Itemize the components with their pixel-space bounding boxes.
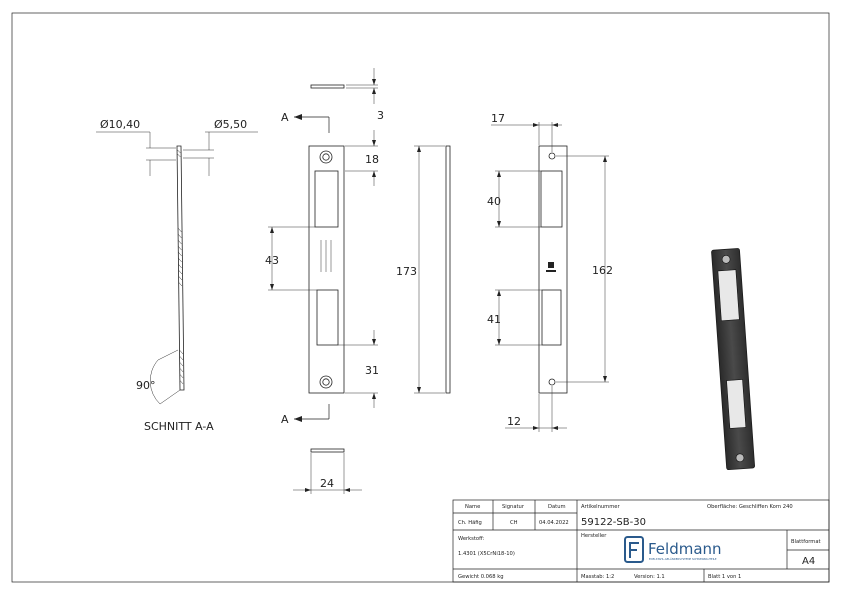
section-profile <box>176 145 185 391</box>
tb-article-number: 59122-SB-30 <box>581 517 646 528</box>
cut-marker-bottom: A <box>281 413 289 426</box>
section-label: SCHNITT A-A <box>144 420 214 433</box>
cut-marker-top: A <box>281 111 289 124</box>
side-view: 173 <box>396 145 451 394</box>
dim-lower-slot-height: 41 <box>487 313 501 326</box>
dim-width: 24 <box>320 477 334 490</box>
tb-signature: CH <box>510 520 518 526</box>
feldmann-logo-mark <box>624 536 644 563</box>
tb-name: Ch. Häfig <box>458 520 482 526</box>
render-bottom-hole <box>735 453 745 463</box>
back-bottom-hole <box>548 378 556 386</box>
tb-article-label: Artikelnummer <box>581 504 620 510</box>
back-marking <box>548 262 554 268</box>
tb-date: 04.04.2022 <box>539 520 569 526</box>
back-upper-slot <box>540 170 563 228</box>
dim-bottom-offset: 31 <box>365 364 379 377</box>
back-top-hole <box>548 152 556 160</box>
tb-format-label: Blattformat <box>791 539 821 545</box>
dim-top-thickness: 3 <box>377 109 384 122</box>
feldmann-logo: Feldmann EDELSTAHL-GELÄNDERSYSTEME SCHWE… <box>624 536 722 563</box>
tb-surface: Oberfläche: Geschliffen Korn 240 <box>707 504 793 510</box>
tb-header-date: Datum <box>548 504 566 510</box>
back-lower-slot <box>541 289 562 346</box>
tb-header-name: Name <box>465 504 480 510</box>
dim-bottom-offset-x: 12 <box>507 415 521 428</box>
tb-sheet: Blatt 1 von 1 <box>708 574 741 580</box>
brand-name: Feldmann <box>648 540 722 558</box>
tb-material-value: 1.4301 (X5CrNi18-10) <box>458 551 515 557</box>
bottom-edge-view <box>310 448 345 453</box>
back-view: 17 40 162 41 12 <box>487 112 613 432</box>
dia-symbol-2: Ø <box>214 118 223 131</box>
svg-text:Ø5,50: Ø5,50 <box>214 118 247 131</box>
sheet-frame <box>11 12 830 583</box>
dim-overall-length: 173 <box>396 265 417 278</box>
dim-dia-small: 5,50 <box>223 118 248 131</box>
tb-manufacturer-label: Hersteller <box>581 533 607 539</box>
svg-text:Ø10,40: Ø10,40 <box>100 118 140 131</box>
render-view <box>711 248 755 471</box>
render-top-hole <box>721 255 731 264</box>
dim-top-hole-offset: 18 <box>365 153 379 166</box>
tb-version: Version: 1.1 <box>634 574 665 580</box>
render-lower-slot <box>726 379 747 429</box>
tb-material-label: Werkstoff: <box>458 536 485 542</box>
section-view: Ø10,40 Ø5,50 90° SCHNITT A-A <box>96 118 258 433</box>
brand-tagline: EDELSTAHL-GELÄNDERSYSTEME SCHWEIßBAUTEIL… <box>649 556 717 561</box>
dim-hole-offset-x: 17 <box>491 112 505 125</box>
title-block: Name Signatur Datum Ch. Häfig CH 04.04.2… <box>452 499 830 583</box>
dim-hole-spacing: 162 <box>592 264 613 277</box>
dim-upper-slot-height: 40 <box>487 195 501 208</box>
dia-symbol: Ø <box>100 118 109 131</box>
dim-dia-large: 10,40 <box>109 118 141 131</box>
tb-header-signature: Signatur <box>502 504 525 510</box>
top-edge-view <box>310 84 345 89</box>
render-upper-slot <box>717 269 740 322</box>
tb-format-value: A4 <box>802 556 815 567</box>
lower-slot <box>316 289 339 346</box>
tb-weight: Gewicht 0.068 kg <box>458 574 504 580</box>
dim-angle: 90° <box>136 379 156 392</box>
tb-scale: Masstab: 1:2 <box>581 574 614 580</box>
dim-slot-spacing: 43 <box>265 254 279 267</box>
upper-slot <box>314 170 339 228</box>
front-view: 3 A 18 43 <box>265 68 384 494</box>
strike-plate-side <box>445 145 451 394</box>
